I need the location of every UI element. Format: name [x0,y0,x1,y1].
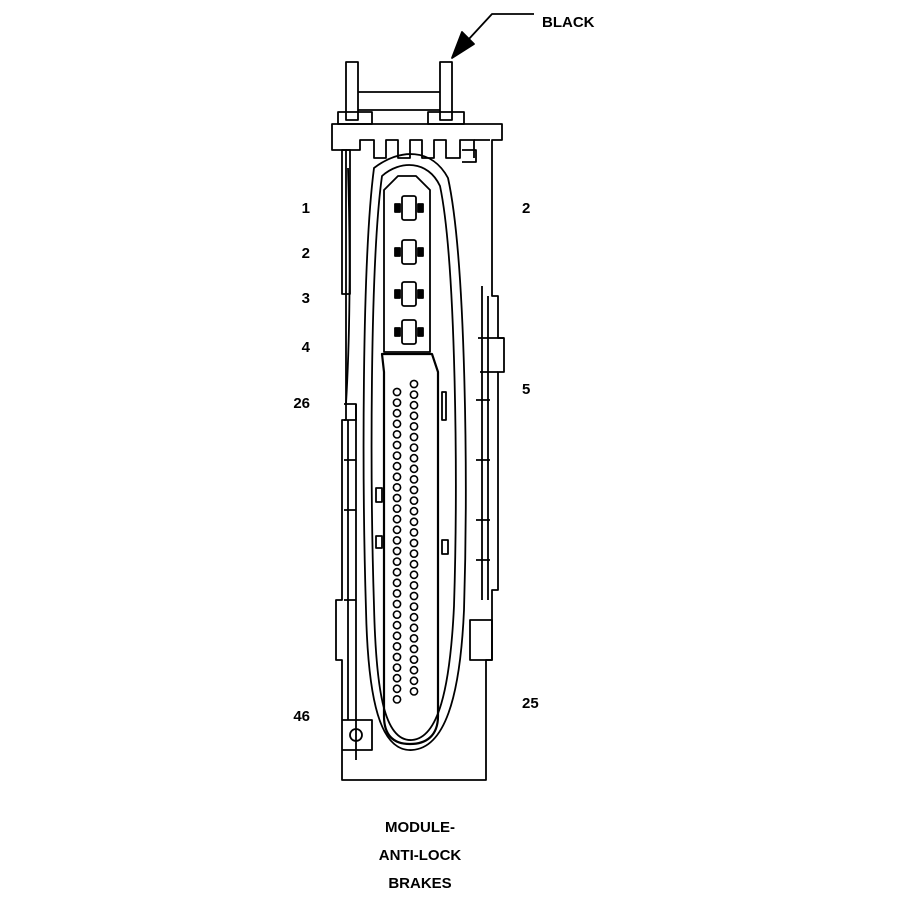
signal-pin [392,663,402,672]
pin-label-3: 3 [301,290,310,307]
signal-pin [392,567,402,577]
signal-pin [392,461,402,471]
pin-label-5: 5 [522,381,531,398]
signal-pin [392,642,402,651]
pin-label-2-left: 2 [301,245,310,262]
signal-pin [409,665,419,675]
pin-label-2-right: 2 [522,200,531,217]
pin-label-4: 4 [301,339,310,356]
signal-pin [409,538,419,548]
color-callout-arrow [451,13,534,59]
signal-pin [409,400,419,410]
signal-pin [409,676,419,686]
signal-pin [409,432,419,442]
signal-pin [409,655,419,664]
signal-pin [409,602,419,611]
signal-pin [392,493,402,503]
signal-pin [392,684,402,694]
signal-pin [409,485,419,495]
terminal-cavity [362,153,467,751]
signal-pin [409,612,419,622]
signal-pin [392,536,402,545]
signal-pin [409,528,419,537]
pin-label-25: 25 [522,695,539,712]
signal-pin [392,578,402,588]
signal-pin [392,387,402,397]
signal-pin [409,411,419,421]
signal-pin [409,549,419,558]
signal-pin [409,634,419,643]
signal-pin [409,623,419,633]
signal-pin [409,464,419,474]
caption-line-2: ANTI-LOCK [378,847,462,864]
side-keys [375,391,449,555]
signal-pin [392,419,402,429]
signal-pin [392,482,402,492]
signal-pin [392,504,402,513]
signal-pin [409,559,419,569]
signal-pin [392,546,402,556]
signal-pin [392,652,402,662]
signal-pin [392,673,402,683]
signal-pin [409,379,419,389]
signal-pin [392,589,402,598]
signal-pin [392,695,402,704]
power-terminals [394,195,424,345]
signal-pin [392,472,402,482]
signal-pin [409,390,419,399]
signal-pin [392,451,402,460]
signal-pin [392,429,402,439]
signal-pin [392,631,402,641]
color-label: BLACK [542,14,595,31]
signal-pin [392,408,402,418]
signal-pin [392,525,402,535]
pin-label-46: 46 [293,708,310,725]
component-caption: MODULE- ANTI-LOCK BRAKES [320,820,520,904]
pin-label-26: 26 [293,395,310,412]
top-pegs [337,61,465,125]
signal-pin [392,599,402,609]
signal-pin [409,687,419,696]
signal-pin [409,474,419,484]
signal-pin [409,506,419,516]
signal-pin [409,517,419,527]
signal-pin [392,557,402,566]
signal-pin [409,421,419,431]
signal-pin [409,443,419,452]
caption-line-1: MODULE- [385,819,455,836]
signal-pin [392,440,402,450]
signal-pin [392,514,402,524]
caption-line-3: BRAKES [388,875,452,892]
signal-pin [392,620,402,630]
signal-pin [409,570,419,580]
signal-pin [392,398,402,407]
pin-label-1: 1 [301,200,310,217]
signal-pin [409,453,419,463]
signal-pin [409,591,419,601]
signal-pin [409,496,419,505]
signal-pin [409,644,419,654]
connector-housing [331,123,505,781]
signal-pin [409,581,419,590]
signal-pin-grid [392,379,419,704]
signal-pin [392,610,402,619]
